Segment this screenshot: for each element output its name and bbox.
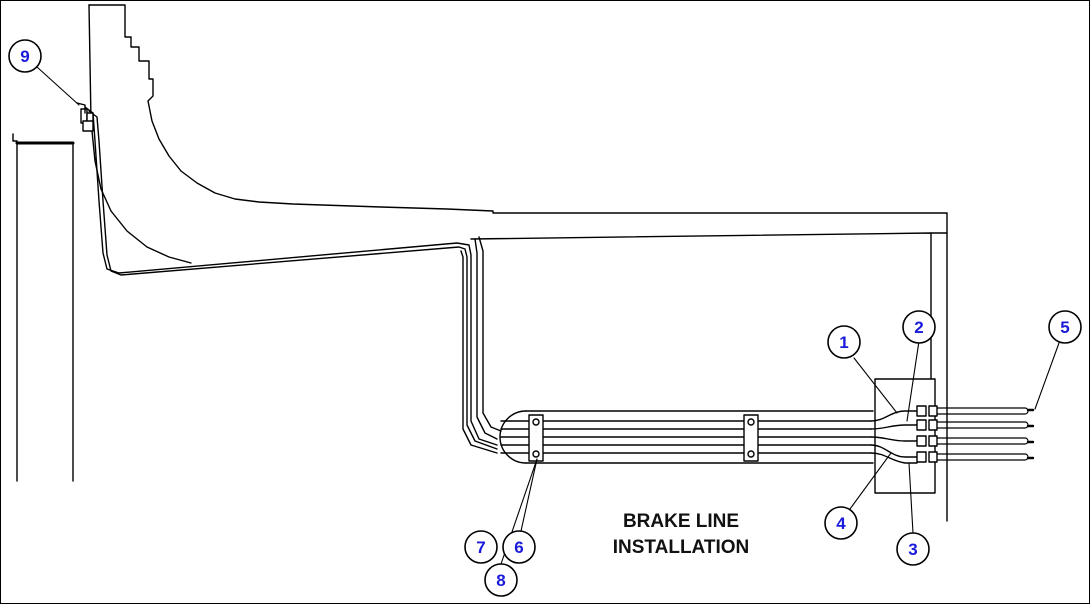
cab-panel: [12, 133, 75, 482]
callout-9: 9: [20, 47, 29, 66]
hose-bundle: [499, 410, 874, 464]
frame-outline: [88, 4, 948, 522]
caption-line-2: INSTALLATION: [612, 537, 750, 558]
outgoing-hoses: [936, 407, 1035, 461]
hose-clamp-left: [528, 414, 544, 462]
bulkhead-fittings: [916, 405, 938, 463]
callout-circle-9: [8, 39, 42, 73]
callout-circle-3: [896, 532, 930, 566]
callout-circle-5: [1048, 310, 1082, 344]
diagram-caption: BRAKE LINE INSTALLATION: [561, 509, 801, 561]
callout-1: 1: [839, 333, 848, 352]
callout-circle-4: [824, 506, 858, 540]
callout-circle-1: [827, 325, 861, 359]
callout-5: 5: [1060, 318, 1069, 337]
callout-7: 7: [476, 538, 485, 557]
callout-8: 8: [496, 571, 505, 590]
hose-clamp-right: [743, 414, 759, 462]
callout-circle-6: [502, 530, 536, 564]
brake-line-bundle: [84, 106, 502, 454]
callout-3: 3: [908, 540, 917, 559]
callout-circle-8: [484, 563, 518, 597]
callout-4: 4: [836, 514, 846, 533]
callout-6: 6: [514, 538, 523, 557]
upper-fitting: [76, 102, 94, 132]
bulkhead-line-fan: [870, 410, 918, 464]
caption-line-1: BRAKE LINE: [622, 511, 740, 532]
callout-circle-2: [902, 310, 936, 344]
callout-circle-7: [464, 530, 498, 564]
callout-2: 2: [914, 318, 923, 337]
